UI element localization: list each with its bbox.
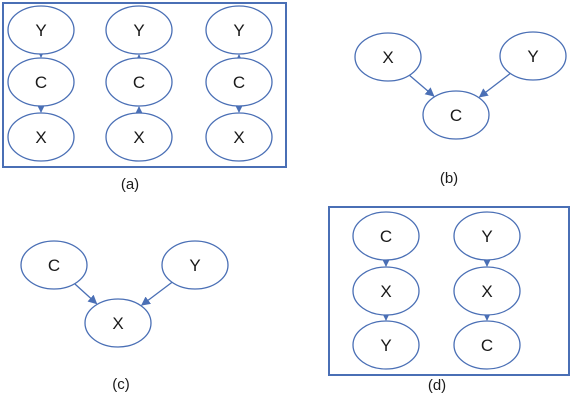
node-label: Y — [233, 21, 244, 40]
node-label: C — [133, 73, 145, 92]
node-a3c: C — [205, 57, 273, 107]
node-ellipse — [20, 240, 88, 290]
node-label: C — [35, 73, 47, 92]
node-cy: Y — [161, 240, 229, 290]
node-label: X — [112, 314, 123, 333]
frames-layer — [2, 2, 570, 376]
node-label: Y — [189, 256, 200, 275]
node-a2x: X — [105, 112, 173, 162]
node-d1x: X — [352, 266, 420, 316]
edge-cc-to-cx — [74, 283, 98, 305]
node-ellipse — [352, 266, 420, 316]
node-ellipse — [205, 112, 273, 162]
node-ellipse — [453, 266, 521, 316]
node-a1c: C — [7, 57, 75, 107]
node-a3y: Y — [205, 5, 273, 55]
node-ellipse — [7, 5, 75, 55]
node-cx: X — [84, 298, 152, 348]
node-ellipse — [422, 90, 490, 140]
panel-frame-d — [328, 206, 570, 376]
node-ellipse — [161, 240, 229, 290]
node-ellipse — [453, 211, 521, 261]
node-label: X — [481, 282, 492, 301]
node-by: Y — [499, 31, 567, 81]
node-label: C — [380, 227, 392, 246]
node-d2y: Y — [453, 211, 521, 261]
captions-layer: (a) (b) (c) (d) — [112, 170, 458, 394]
node-label: C — [450, 106, 462, 125]
node-ellipse — [453, 320, 521, 370]
node-label: X — [233, 128, 244, 147]
node-label: Y — [527, 47, 538, 66]
node-label: Y — [380, 336, 391, 355]
edges-layer — [36, 48, 511, 321]
nodes-layer: Y C X Y C X Y C X X Y C C Y X C X Y Y X C — [7, 5, 567, 370]
node-a2y: Y — [105, 5, 173, 55]
node-label: Y — [481, 227, 492, 246]
edge-bx-to-bc — [408, 74, 435, 97]
node-ellipse — [7, 57, 75, 107]
caption-d: (d) — [428, 377, 446, 394]
node-label: C — [233, 73, 245, 92]
node-bx: X — [354, 32, 422, 82]
node-ellipse — [354, 32, 422, 82]
caption-a: (a) — [121, 176, 139, 193]
node-label: C — [481, 336, 493, 355]
node-a3x: X — [205, 112, 273, 162]
node-ellipse — [205, 57, 273, 107]
node-a1x: X — [7, 112, 75, 162]
node-cc: C — [20, 240, 88, 290]
node-label: X — [380, 282, 391, 301]
node-ellipse — [105, 57, 173, 107]
caption-b: (b) — [440, 170, 458, 187]
node-label: C — [48, 256, 60, 275]
node-d2x: X — [453, 266, 521, 316]
caption-c: (c) — [112, 376, 130, 393]
node-d1y: Y — [352, 320, 420, 370]
node-a2c: C — [105, 57, 173, 107]
node-ellipse — [105, 112, 173, 162]
node-label: Y — [35, 21, 46, 40]
node-ellipse — [7, 112, 75, 162]
node-label: X — [382, 48, 393, 67]
node-label: X — [133, 128, 144, 147]
node-d2c: C — [453, 320, 521, 370]
node-ellipse — [84, 298, 152, 348]
node-label: Y — [133, 21, 144, 40]
node-ellipse — [205, 5, 273, 55]
node-label: X — [35, 128, 46, 147]
node-ellipse — [352, 211, 420, 261]
node-ellipse — [352, 320, 420, 370]
panel-frame-a — [2, 2, 287, 168]
node-ellipse — [105, 5, 173, 55]
edge-cy-to-cx — [140, 281, 173, 306]
edge-by-to-bc — [478, 72, 511, 98]
node-bc: C — [422, 90, 490, 140]
node-ellipse — [499, 31, 567, 81]
node-a1y: Y — [7, 5, 75, 55]
node-d1c: C — [352, 211, 420, 261]
